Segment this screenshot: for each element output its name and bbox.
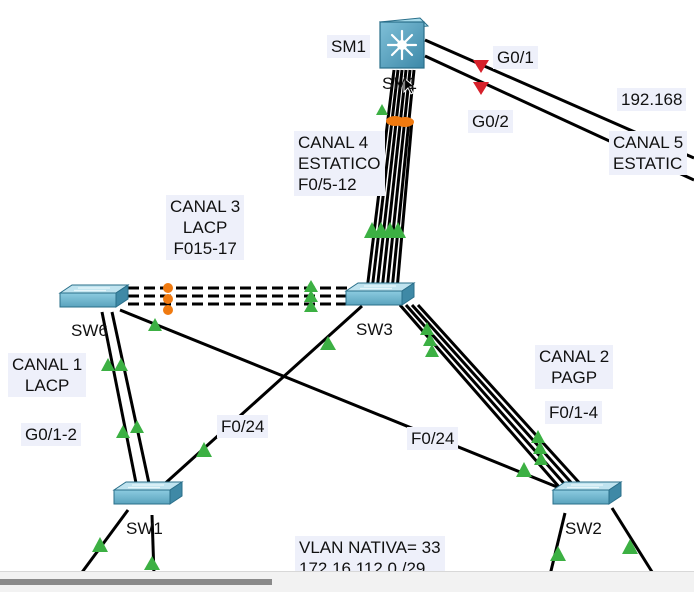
canal3-label: CANAL 3 LACP F015-17: [166, 195, 245, 260]
link-sw1-down-a: [78, 509, 130, 576]
status-up-indicator: [101, 358, 115, 371]
horizontal-scrollbar[interactable]: [0, 571, 694, 592]
device-label-sm1: SM1: [327, 35, 370, 58]
status-up-indicator: [304, 290, 318, 302]
port-indicators-blocking: [163, 116, 414, 315]
vlan-line: VLAN NATIVA= 33: [299, 538, 441, 557]
status-up-indicator: [425, 344, 439, 357]
port-label-g012: G0/1-2: [21, 423, 81, 446]
device-label-sw6: SW6: [71, 321, 108, 340]
canal2-line: CANAL 2: [539, 347, 610, 366]
port-label-f024-right: F0/24: [407, 427, 459, 450]
link-canal2-1: [398, 304, 562, 489]
link-canal1-1: [100, 311, 139, 489]
canal2-line: PAGP: [551, 368, 598, 387]
link-sw2-down-a: [548, 512, 567, 576]
link-canal4-2: [370, 69, 400, 291]
status-up-indicator: [516, 462, 532, 477]
canal4-line: CANAL 4: [298, 133, 369, 152]
canal5-line: ESTATIC: [613, 154, 683, 173]
status-up-indicator: [92, 537, 108, 552]
link-canal4-6: [390, 69, 416, 291]
status-up-indicator: [531, 430, 545, 443]
status-up-indicator: [423, 333, 437, 346]
status-up-indicator: [376, 104, 388, 115]
link-canal4-5: [385, 69, 412, 291]
switch-icon[interactable]: [112, 481, 184, 505]
canal5-line: CANAL 5: [613, 133, 684, 152]
status-down-indicator: [473, 82, 489, 95]
canal5-label: CANAL 5 ESTATIC: [609, 131, 688, 175]
status-up-indicator: [533, 441, 547, 454]
canal3-line: LACP: [182, 218, 228, 237]
device-label-sw3: SW3: [356, 320, 393, 339]
port-label-g02: G0/2: [468, 110, 513, 133]
link-canal2-4: [416, 303, 586, 490]
canal1-label: CANAL 1 LACP: [8, 353, 87, 397]
link-canal4-3: [375, 69, 404, 291]
canal4-line: F0/5-12: [298, 175, 357, 194]
device-label-sm1-sub: SM1: [382, 74, 417, 93]
link-canal2-3: [410, 303, 578, 490]
link-canal1-2: [110, 311, 152, 489]
link-sw6-sw2: [119, 308, 573, 495]
status-up-indicator: [420, 322, 434, 335]
status-blocking-indicator: [163, 283, 173, 293]
status-up-indicator: [130, 420, 144, 433]
ip-label: 192.168: [617, 88, 687, 111]
status-up-indicator: [144, 556, 160, 570]
device-label-sw1: SW1: [126, 519, 163, 538]
canal4-line: ESTATICO: [298, 154, 381, 173]
canal2-label: CANAL 2 PAGP: [535, 345, 614, 389]
status-up-indicator: [148, 318, 162, 331]
switch-icon[interactable]: [344, 282, 416, 306]
mouse-cursor-icon: [403, 76, 417, 95]
port-indicators: [92, 104, 638, 570]
status-blocking-indicator: [163, 305, 173, 315]
status-down-indicator: [473, 60, 489, 73]
status-up-indicator: [114, 358, 128, 371]
switch-icon[interactable]: [58, 284, 130, 308]
link-canal4-7: [395, 119, 414, 291]
vlan-line: 172.16.112.0 /29: [299, 559, 426, 574]
status-up-indicator: [534, 452, 548, 465]
status-up-indicator: [304, 300, 318, 312]
port-label-f014: F0/1-4: [545, 401, 603, 424]
status-blocking-indicator: [163, 294, 173, 304]
link-canal4-4: [380, 69, 408, 291]
multilayer-switch-icon[interactable]: [378, 17, 430, 69]
status-blocking-indicator: [396, 117, 414, 127]
device-label-sw2: SW2: [565, 519, 602, 538]
status-up-indicator: [304, 280, 318, 292]
scrollbar-thumb[interactable]: [0, 579, 272, 585]
status-up-indicator: [196, 442, 212, 457]
status-up-indicator: [550, 546, 566, 561]
link-sw3-sw1: [148, 304, 364, 499]
canal3-line: CANAL 3: [170, 197, 241, 216]
status-up-indicator: [622, 539, 638, 554]
status-up-indicator: [390, 222, 406, 238]
port-label-g01: G0/1: [493, 46, 538, 69]
canal1-line: LACP: [24, 376, 70, 395]
status-up-indicator: [320, 336, 336, 350]
port-indicators-down: [473, 60, 489, 95]
canal3-line: F015-17: [173, 239, 237, 258]
status-up-indicator: [116, 425, 130, 438]
port-label-f024-left: F0/24: [217, 415, 269, 438]
vlan-note: VLAN NATIVA= 33 172.16.112.0 /29: [295, 536, 445, 574]
switch-icon[interactable]: [551, 481, 623, 505]
canal4-label: CANAL 4 ESTATICO F0/5-12: [294, 131, 385, 196]
link-sw2-down-b: [610, 507, 656, 576]
canal1-line: CANAL 1: [12, 355, 83, 374]
